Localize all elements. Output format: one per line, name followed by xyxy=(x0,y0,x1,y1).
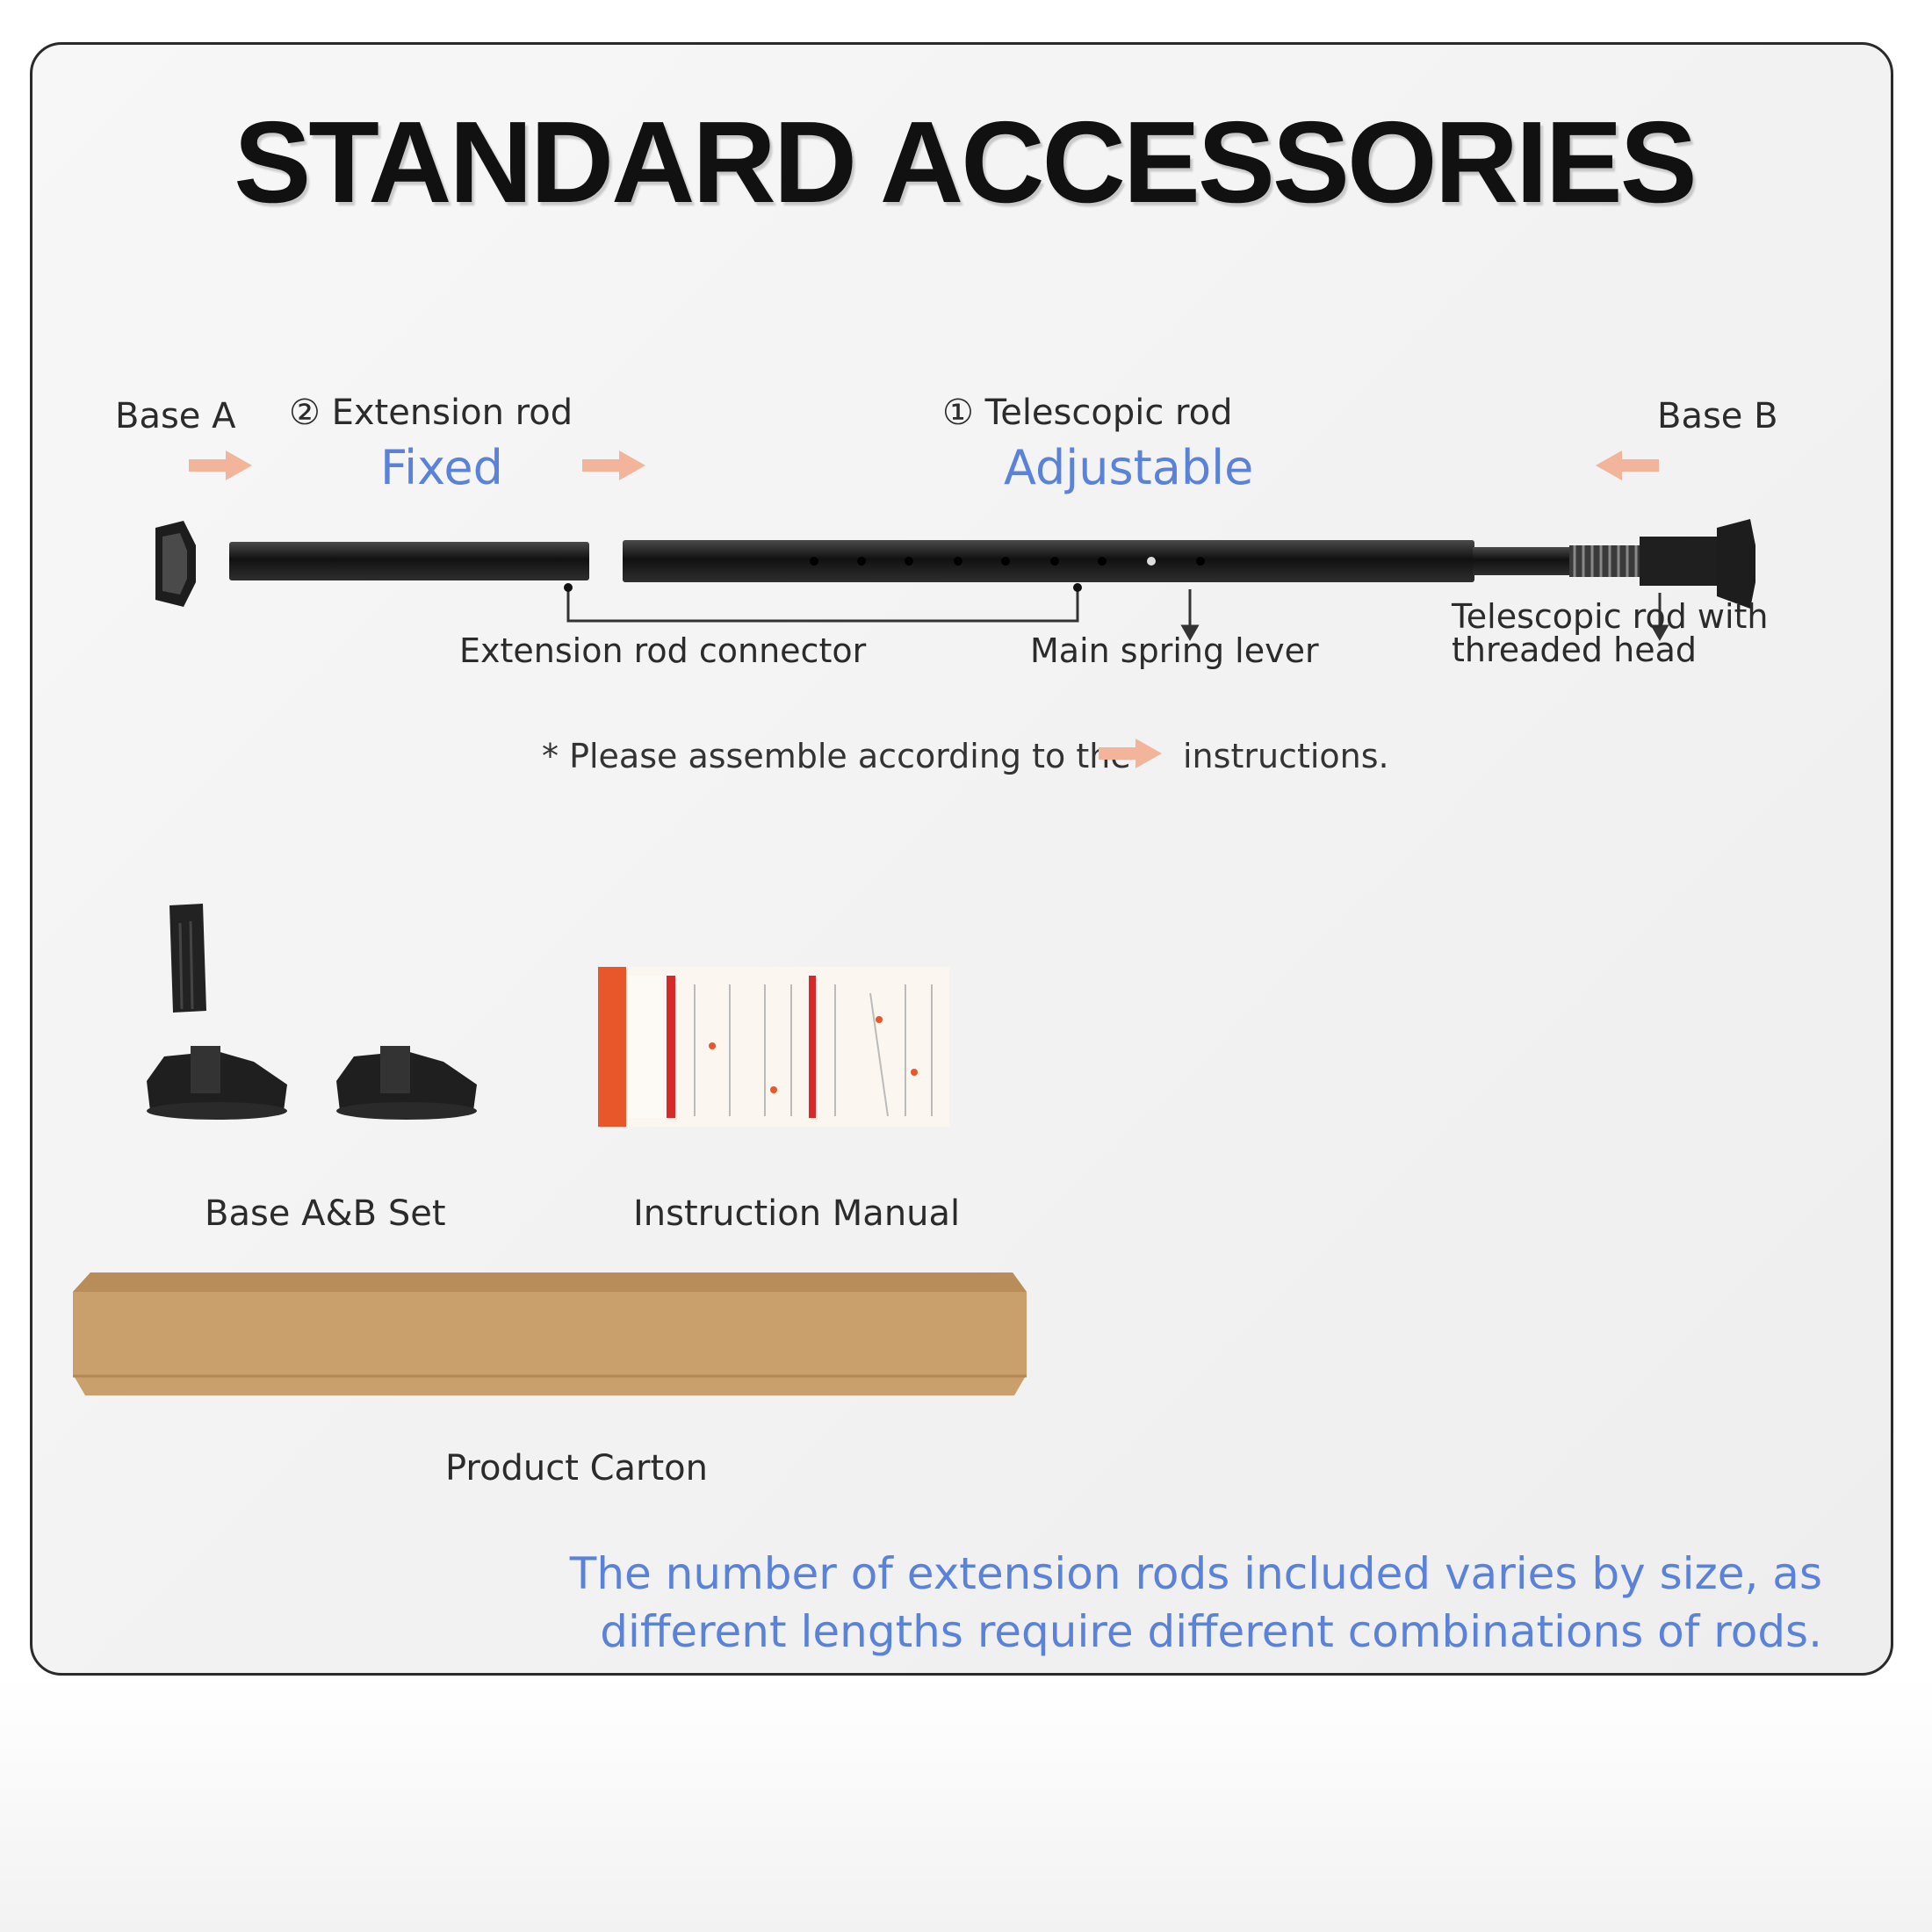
main-spring-lever-label: Main spring lever xyxy=(1030,631,1319,670)
threaded-head-label-line2: threaded head xyxy=(1452,631,1698,669)
fixed-label: Fixed xyxy=(380,440,503,495)
extension-rod-part xyxy=(229,542,589,580)
accessories-panel: STANDARD ACCESSORIES Base A ② Extension … xyxy=(30,42,1893,1676)
telescopic-rod-label: ① Telescopic rod xyxy=(942,393,1233,433)
leader-lines xyxy=(1180,589,1669,642)
arrow-right-icon xyxy=(582,451,645,480)
base-b-part xyxy=(1640,519,1755,609)
adjustment-holes xyxy=(810,557,1205,566)
extension-rod-label: ② Extension rod xyxy=(289,393,573,433)
rod-assembly-diagram xyxy=(155,519,1755,642)
instruction-manual-image xyxy=(598,967,949,1127)
product-carton-image xyxy=(73,1272,1027,1395)
base-b-label: Base B xyxy=(1657,396,1778,436)
page-title: STANDARD ACCESSORIES xyxy=(234,97,1697,227)
assembly-note-instructions: instructions. xyxy=(1183,737,1389,775)
assembly-note-text: * Please assemble according to the xyxy=(542,737,1131,775)
extension-rod-connector-label: Extension rod connector xyxy=(459,631,867,670)
product-carton-label: Product Carton xyxy=(445,1448,708,1489)
arrow-right-icon xyxy=(189,451,252,480)
base-b-image xyxy=(336,1046,477,1120)
threaded-head-part xyxy=(1569,545,1643,577)
threaded-head-label-line1: Telescopic rod with xyxy=(1452,597,1769,636)
threaded-head-label: Telescopic rod with threaded head xyxy=(1452,600,1769,667)
base-a-label: Base A xyxy=(115,396,236,436)
telescopic-rod-part xyxy=(623,540,1474,582)
arrow-right-icon xyxy=(1099,739,1162,768)
rods-note-line1: The number of extension rods included va… xyxy=(569,1548,1822,1599)
floor-shadow xyxy=(0,1677,1932,1932)
base-set-label: Base A&B Set xyxy=(205,1193,446,1234)
instruction-manual-label: Instruction Manual xyxy=(633,1193,961,1234)
connector-bracket xyxy=(566,589,1079,623)
base-set-image xyxy=(147,904,477,1120)
arrow-left-icon xyxy=(1596,451,1659,480)
adjustable-label: Adjustable xyxy=(1004,440,1254,495)
base-a-part xyxy=(155,521,196,607)
rods-note: The number of extension rods included va… xyxy=(570,1545,1822,1661)
base-a-image xyxy=(147,1046,287,1120)
rods-note-line2: different lengths require different comb… xyxy=(600,1606,1822,1657)
